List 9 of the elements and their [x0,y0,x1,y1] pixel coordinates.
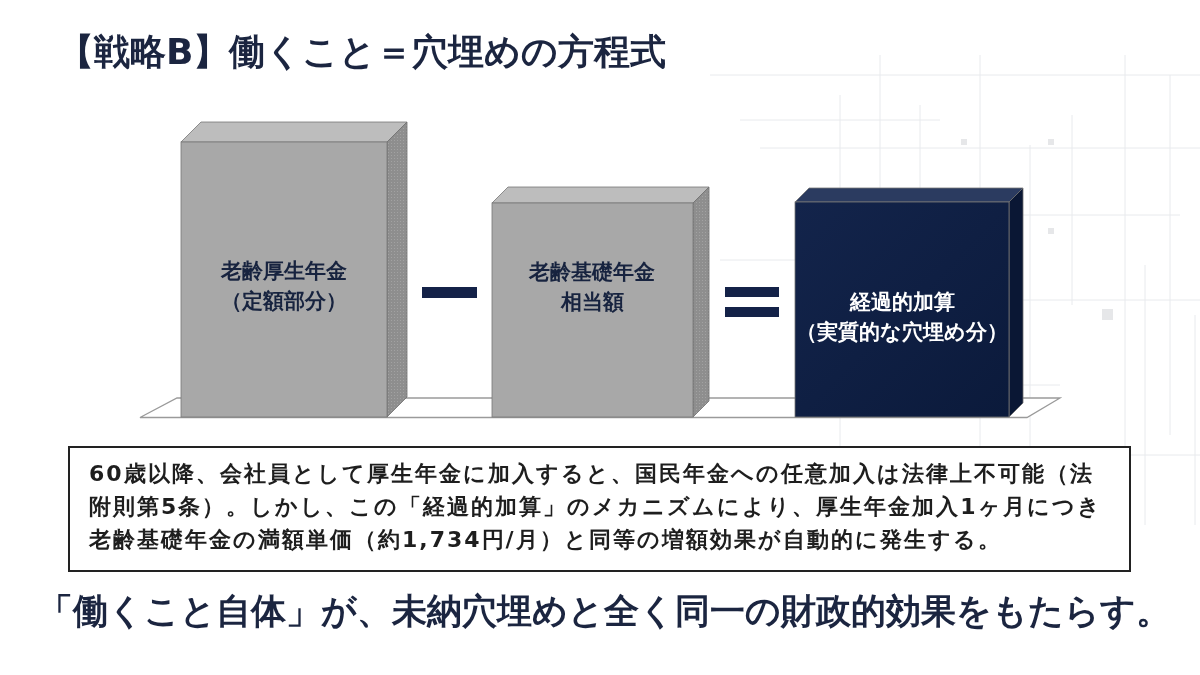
note-text: 60歳以降、会社員として厚生年金に加入すると、国民年金への任意加入は法律上不可能（法附則第5条）。しかし、この「経過的加算」のメカニズムにより、厚生年金加入1ヶ月につき老齢基礎年金の満額単価（約1,734円/月）と同等の増額効果が自動的に発生する。 [89,460,1103,554]
block-label: （実質的な穴埋め分） [796,319,1008,346]
block-label: 老齢基礎年金相当額 [528,259,657,316]
caption-text: 「働くこと自体」が、未納穴埋めと全く同一の財政的効果をもたらす。 [38,590,1171,633]
block-label: （定額部分） [221,288,347,315]
block-label: 経過的加算 [849,289,955,316]
note-box [68,446,1131,572]
block-label: 老齢厚生年金 [221,258,347,285]
title: 【戦略B】働くこと＝穴埋めの方程式 [58,30,667,74]
